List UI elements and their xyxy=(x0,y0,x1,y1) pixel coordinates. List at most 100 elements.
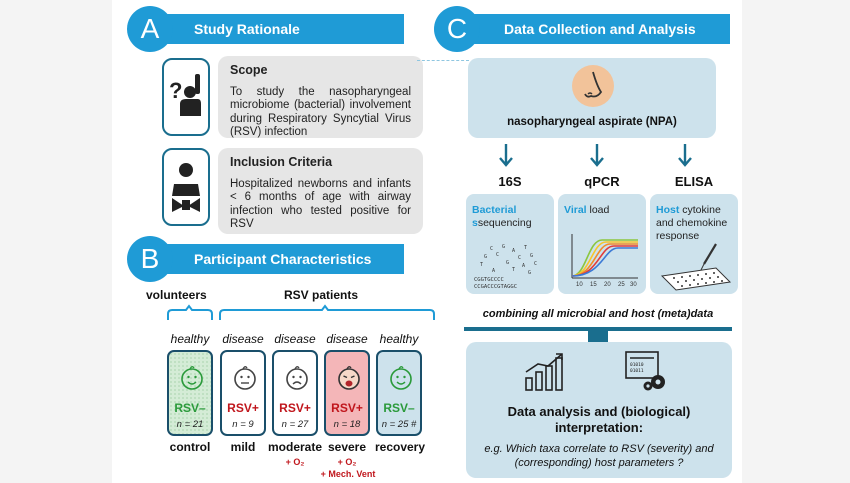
qpcr-tick-15: 15 xyxy=(590,282,597,288)
label-recovery: recovery xyxy=(374,440,426,454)
volunteers-label: volunteers xyxy=(146,288,207,302)
scope-text: To study the nasopharyngeal microbiome (… xyxy=(230,85,411,139)
qpcr-tick-10: 10 xyxy=(576,282,583,288)
svg-text:G: G xyxy=(530,253,533,259)
status-mild: RSV+ xyxy=(227,401,259,415)
n-control: n = 21 xyxy=(176,419,204,430)
desc-elisa-rest: cytokine and chemokine response xyxy=(656,204,728,242)
status-severe: RSV+ xyxy=(331,401,363,415)
status-recovery: RSV– xyxy=(383,401,415,415)
section-c-badge: C xyxy=(434,6,480,52)
inclusion-card: Inclusion Criteria Hospitalized newborns… xyxy=(218,148,423,234)
svg-text:C: C xyxy=(490,246,493,252)
method-elisa: ELISA xyxy=(674,174,714,189)
arrow-down-elisa xyxy=(678,144,692,167)
label-severe: severe xyxy=(327,440,367,454)
svg-text:C: C xyxy=(534,261,537,267)
method-16s: 16S xyxy=(498,174,522,189)
qpcr-tick-20: 20 xyxy=(604,282,611,288)
arrow-down-qpcr xyxy=(590,144,604,167)
inclusion-heading: Inclusion Criteria xyxy=(230,155,333,169)
svg-text:G: G xyxy=(484,254,487,260)
cohort-box-severe: RSV+ n = 18 xyxy=(324,350,370,436)
desc-16s-highlight: Bacterial xyxy=(472,204,517,216)
section-c-bar: Data Collection and Analysis xyxy=(452,14,730,44)
section-a-badge: A xyxy=(127,6,173,52)
section-b-title: Participant Characteristics xyxy=(194,251,372,267)
cohort-box-mild: RSV+ n = 9 xyxy=(220,350,266,436)
cohort-top-control: healthy xyxy=(170,332,210,346)
label-control: control xyxy=(169,440,211,454)
svg-text:G: G xyxy=(528,270,531,276)
neutral-baby-face-icon xyxy=(234,366,256,390)
crying-baby-face-icon xyxy=(338,366,360,390)
cohort-box-moderate: RSV+ n = 27 xyxy=(272,350,318,436)
n-recovery: n = 25 # xyxy=(381,419,417,430)
svg-text:T: T xyxy=(512,267,515,273)
svg-text:01010: 01010 xyxy=(630,362,644,368)
svg-text:?: ? xyxy=(169,78,182,103)
seq-line-1: CGGTGCCCC xyxy=(474,277,504,283)
n-mild: n = 9 xyxy=(232,419,254,430)
svg-text:T: T xyxy=(480,262,483,268)
svg-text:G: G xyxy=(502,244,505,250)
sad-baby-face-icon xyxy=(286,366,308,390)
analysis-box xyxy=(466,342,732,478)
desc-16s-rest: sequencing xyxy=(477,217,532,229)
desc-16s-prefix: s xyxy=(472,217,478,229)
npa-arrows xyxy=(499,144,692,167)
bar-chart-icon xyxy=(525,353,563,391)
note-moderate-o2: + O₂ xyxy=(285,457,305,467)
rsv-patients-label: RSV patients xyxy=(284,288,359,302)
baby-icon xyxy=(172,163,200,212)
scope-card: Scope To study the nasopharyngeal microb… xyxy=(218,56,423,138)
qpcr-tick-30: 30 xyxy=(630,282,637,288)
scope-heading: Scope xyxy=(230,63,268,77)
note-severe-o2: + O₂ xyxy=(337,457,357,467)
npa-label: nasopharyngeal aspirate (NPA) xyxy=(507,116,677,128)
dashed-connector xyxy=(417,60,469,61)
desc-qpcr-highlight: Viral xyxy=(564,204,587,216)
section-a-bar: Study Rationale xyxy=(142,14,404,44)
section-c-title: Data Collection and Analysis xyxy=(504,21,696,37)
status-moderate: RSV+ xyxy=(279,401,311,415)
combine-divider xyxy=(464,327,732,331)
cohort-box-recovery: RSV– n = 25 # xyxy=(376,350,422,436)
n-severe: n = 18 xyxy=(333,419,361,430)
label-moderate: moderate xyxy=(267,440,323,454)
desc-qpcr: Viral load xyxy=(564,204,642,217)
cohort-top-moderate: disease xyxy=(274,332,316,346)
figure-panel: Study Rationale A ? Scope To study the n… xyxy=(112,0,742,483)
analysis-question: e.g. Which taxa correlate to RSV (severi… xyxy=(484,443,714,469)
method-qpcr: qPCR xyxy=(584,174,620,189)
seq-line-2: CCGACCCGTAGGC xyxy=(474,284,517,290)
cohort-top-recovery: healthy xyxy=(379,332,419,346)
section-b-bar: Participant Characteristics xyxy=(142,244,404,274)
arrow-down-16s xyxy=(499,144,513,167)
combine-label: combining all microbial and host (meta)d… xyxy=(482,308,714,320)
qpcr-curves-icon: 10 15 20 25 30 xyxy=(571,234,638,288)
analysis-title: Data analysis and (biological) interpret… xyxy=(507,404,691,435)
question-person-icon: ? xyxy=(169,74,201,116)
desc-16s: Bacterial ssequencing xyxy=(472,204,550,230)
svg-text:A: A xyxy=(512,248,515,254)
svg-text:T: T xyxy=(524,245,527,251)
cohort-top-mild: disease xyxy=(222,332,264,346)
happy-baby-face-icon xyxy=(390,366,412,390)
cohort-top-severe: disease xyxy=(326,332,368,346)
qpcr-tick-25: 25 xyxy=(618,282,625,288)
box-elisa: Host cytokine and chemokine response xyxy=(650,194,738,294)
section-a-title: Study Rationale xyxy=(194,21,300,37)
svg-text:C: C xyxy=(496,252,499,258)
svg-text:01011: 01011 xyxy=(630,368,644,374)
section-b-badge: B xyxy=(127,236,173,282)
group-brackets xyxy=(167,304,435,320)
inclusion-icon-box xyxy=(162,148,210,226)
nose-icon xyxy=(572,65,614,107)
box-qpcr: Viral load 10 15 20 25 30 xyxy=(558,194,646,294)
label-mild: mild xyxy=(230,440,256,454)
